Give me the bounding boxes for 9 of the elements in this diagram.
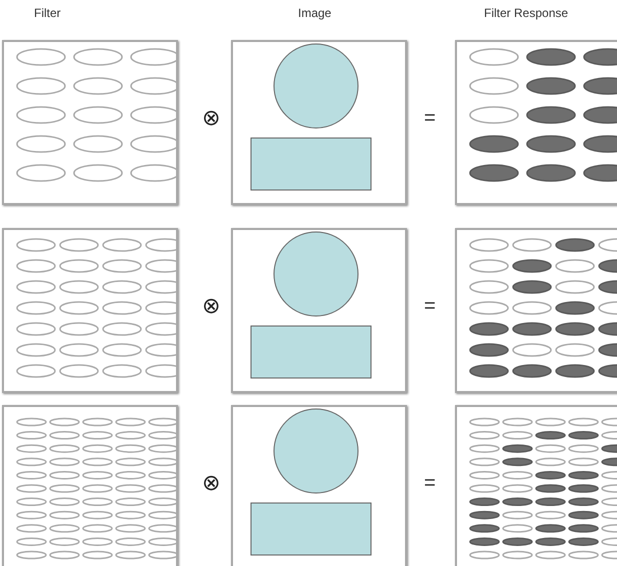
column-header: Image [298, 6, 332, 20]
convolution-symbol: ⊗ [202, 107, 220, 129]
convolution-symbol: ⊗ [202, 472, 220, 494]
equals-sign: = [424, 296, 436, 316]
equals-sign: = [424, 108, 436, 128]
equals-sign: = [424, 473, 436, 493]
convolution-symbol: ⊗ [202, 295, 220, 317]
column-header: Filter [34, 6, 61, 20]
column-header: Filter Response [484, 6, 568, 20]
